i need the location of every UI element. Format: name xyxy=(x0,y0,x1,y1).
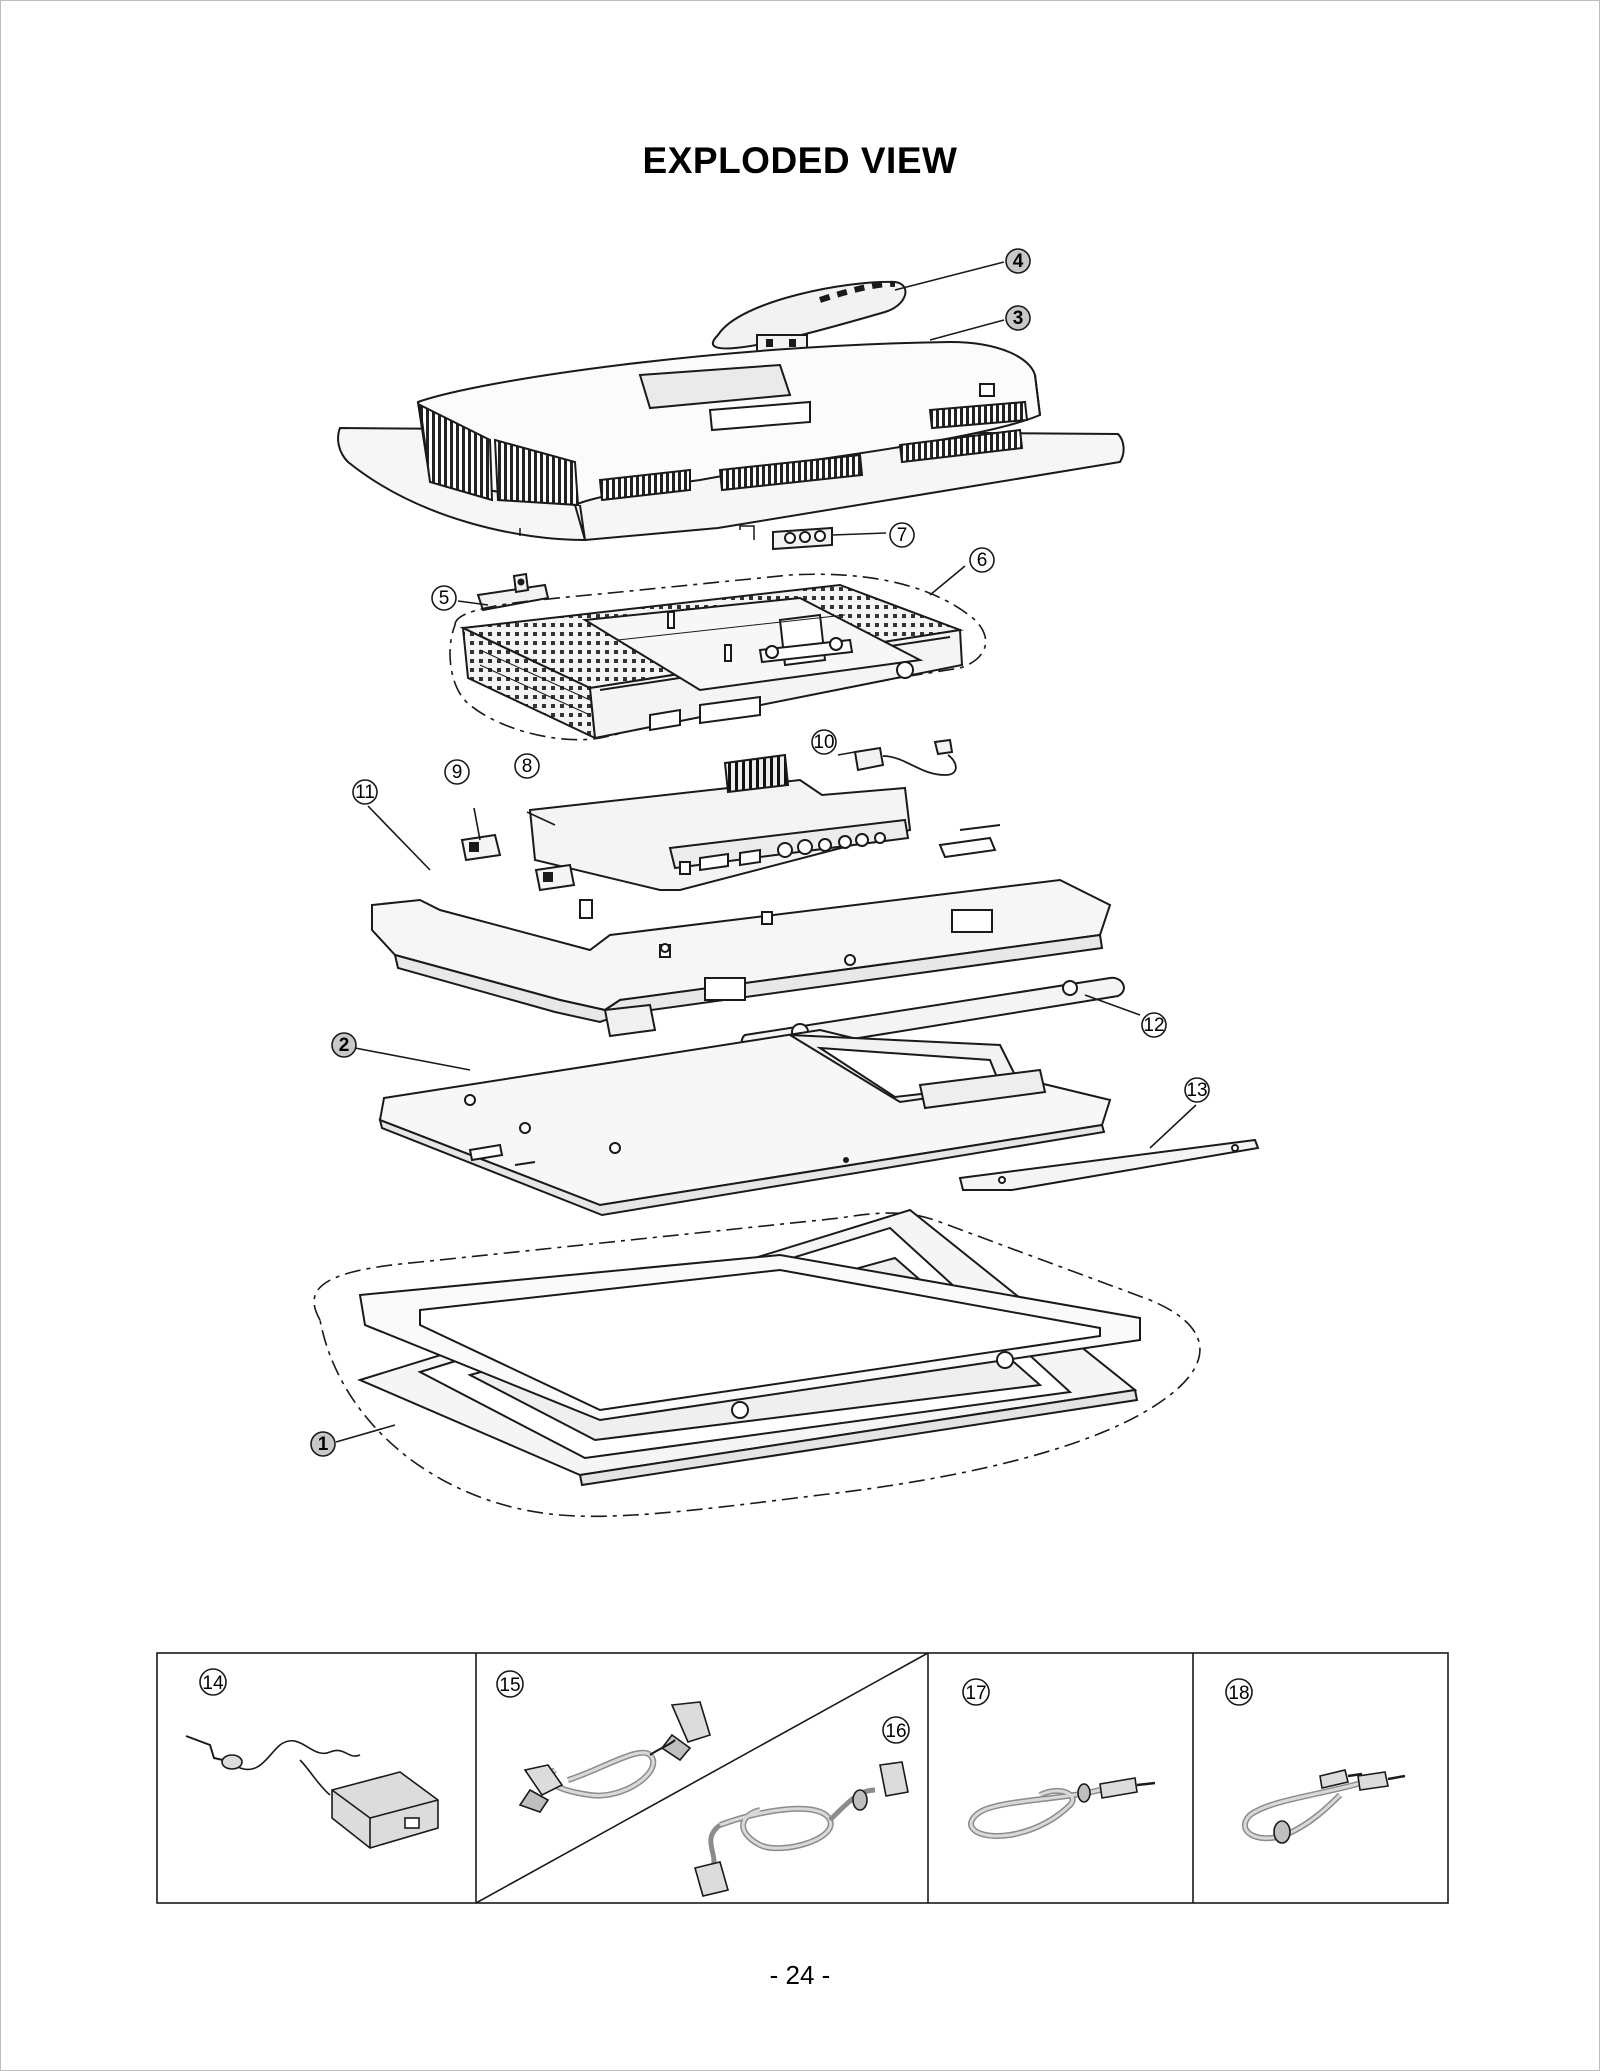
svg-text:16: 16 xyxy=(885,1721,906,1742)
svg-text:11: 11 xyxy=(355,782,375,803)
leader-lines xyxy=(335,261,1197,1443)
svg-text:10: 10 xyxy=(813,732,834,753)
part-small-bracket xyxy=(772,526,833,551)
callout-1: 1 xyxy=(310,1431,336,1457)
svg-text:6: 6 xyxy=(977,550,988,571)
part-back-cover xyxy=(337,340,1125,542)
accessory-table xyxy=(156,1652,1449,1904)
svg-text:12: 12 xyxy=(1143,1015,1164,1036)
accessory-power-adapter xyxy=(185,1735,439,1849)
accessory-d-sub-cable xyxy=(518,1701,711,1813)
part-chassis-frame xyxy=(371,824,1112,1038)
callout-17: 17 xyxy=(962,1678,990,1706)
part-bracket xyxy=(476,572,550,612)
part-main-board xyxy=(528,753,912,891)
callout-4: 4 xyxy=(1005,248,1031,274)
svg-text:15: 15 xyxy=(499,1675,520,1696)
callout-3: 3 xyxy=(1005,305,1031,331)
callout-16: 16 xyxy=(882,1716,910,1744)
callout-13: 13 xyxy=(1184,1077,1210,1103)
svg-text:14: 14 xyxy=(202,1673,224,1694)
callout-6: 6 xyxy=(969,547,995,573)
svg-text:2: 2 xyxy=(339,1035,350,1056)
callout-9: 9 xyxy=(444,759,470,785)
callout-8: 8 xyxy=(514,753,540,779)
callout-18: 18 xyxy=(1225,1678,1253,1706)
accessory-dvi-cable xyxy=(694,1761,909,1897)
callout-14: 14 xyxy=(199,1668,227,1696)
svg-text:9: 9 xyxy=(452,762,463,783)
svg-text:5: 5 xyxy=(439,588,450,609)
callout-11: 11 xyxy=(352,779,378,805)
callout-2: 2 xyxy=(331,1032,357,1058)
part-cable-assembly xyxy=(853,738,957,776)
callout-7: 7 xyxy=(889,522,915,548)
svg-text:1: 1 xyxy=(318,1434,329,1455)
svg-text:7: 7 xyxy=(897,525,908,546)
part-stand xyxy=(711,280,907,354)
svg-text:13: 13 xyxy=(1186,1080,1207,1101)
part-front-bezel xyxy=(313,1208,1201,1518)
callout-15: 15 xyxy=(496,1670,524,1698)
accessory-audio-cable-17 xyxy=(968,1777,1156,1839)
callout-12: 12 xyxy=(1141,1012,1167,1038)
page-number: - 24 - xyxy=(769,1960,831,1990)
page-title: EXPLODED VIEW xyxy=(642,140,958,181)
svg-text:4: 4 xyxy=(1013,251,1024,272)
accessory-audio-cable-18 xyxy=(1241,1769,1406,1844)
svg-text:8: 8 xyxy=(522,756,533,777)
part-strip xyxy=(958,1138,1260,1191)
svg-text:18: 18 xyxy=(1228,1683,1249,1704)
callout-5: 5 xyxy=(431,585,457,611)
part-small-board xyxy=(460,833,576,892)
svg-text:17: 17 xyxy=(965,1683,986,1704)
callout-10: 10 xyxy=(811,729,837,755)
part-main-shield xyxy=(449,573,987,741)
part-lcd-panel xyxy=(378,1028,1112,1217)
svg-text:3: 3 xyxy=(1013,308,1024,329)
